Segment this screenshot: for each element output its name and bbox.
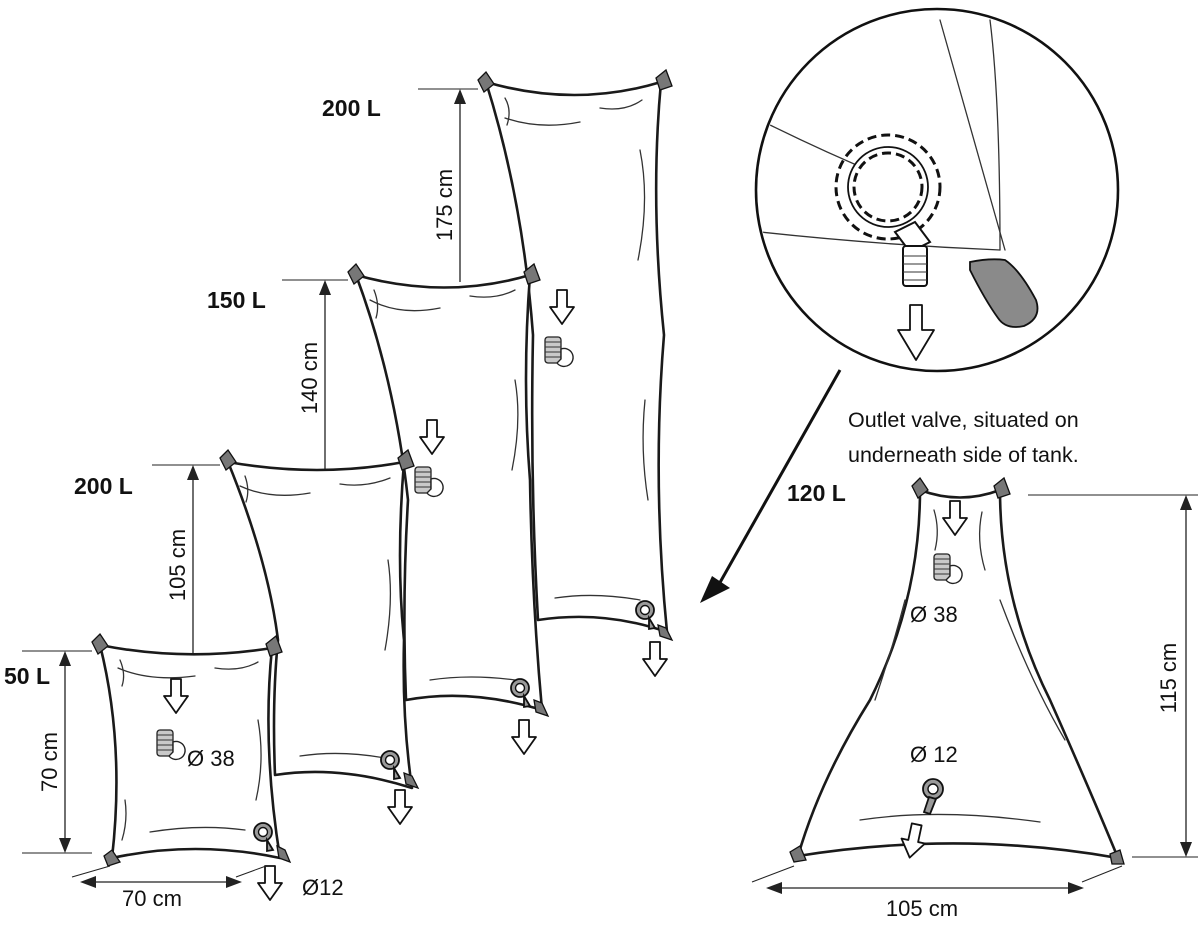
outlet-diameter-12-label-right: Ø 12 <box>910 742 958 767</box>
outlet-diameter-12-label-left: Ø12 <box>302 875 344 900</box>
volume-label-120l: 120 L <box>787 480 846 506</box>
width-label-105cm: 105 cm <box>886 896 958 921</box>
tank-50l <box>91 632 292 901</box>
dimension-140cm: 140 cm <box>282 279 348 472</box>
height-label-70cm: 70 cm <box>37 732 62 792</box>
tank-200l <box>219 419 445 825</box>
dimension-175cm: 175 cm <box>418 88 478 282</box>
callout-line-1: Outlet valve, situated on <box>848 408 1079 432</box>
bottom-outlet-valve <box>922 778 944 816</box>
dimension-70cm-width: 70 cm <box>71 865 267 911</box>
volume-label-50l: 50 L <box>4 663 50 689</box>
height-label-175cm: 175 cm <box>432 169 457 241</box>
dimension-115cm: 115 cm <box>1028 494 1198 858</box>
volume-label-150l: 150 L <box>207 287 266 313</box>
volume-label-200l: 200 L <box>74 473 133 499</box>
inlet-diameter-38-label-right: Ø 38 <box>910 602 958 627</box>
dimension-105cm-width: 105 cm <box>751 865 1123 921</box>
inlet-diameter-38-label-left: Ø 38 <box>187 746 235 771</box>
volume-label-200l-top: 200 L <box>322 95 381 121</box>
height-label-115cm: 115 cm <box>1156 643 1181 714</box>
tank-200l-tall <box>477 68 674 677</box>
width-label-70cm: 70 cm <box>122 886 182 911</box>
callout-pointer-arrow <box>700 369 842 603</box>
dimension-70cm-height: 70 cm <box>22 650 92 854</box>
outlet-valve-detail: Outlet valve, situated on underneath sid… <box>700 7 1120 603</box>
height-label-140cm: 140 cm <box>297 342 322 414</box>
height-label-105cm: 105 cm <box>165 529 190 601</box>
tank-150l <box>347 262 575 755</box>
dimension-105cm: 105 cm <box>152 464 220 655</box>
callout-line-2: underneath side of tank. <box>848 443 1079 467</box>
tank-120l <box>789 476 1125 865</box>
